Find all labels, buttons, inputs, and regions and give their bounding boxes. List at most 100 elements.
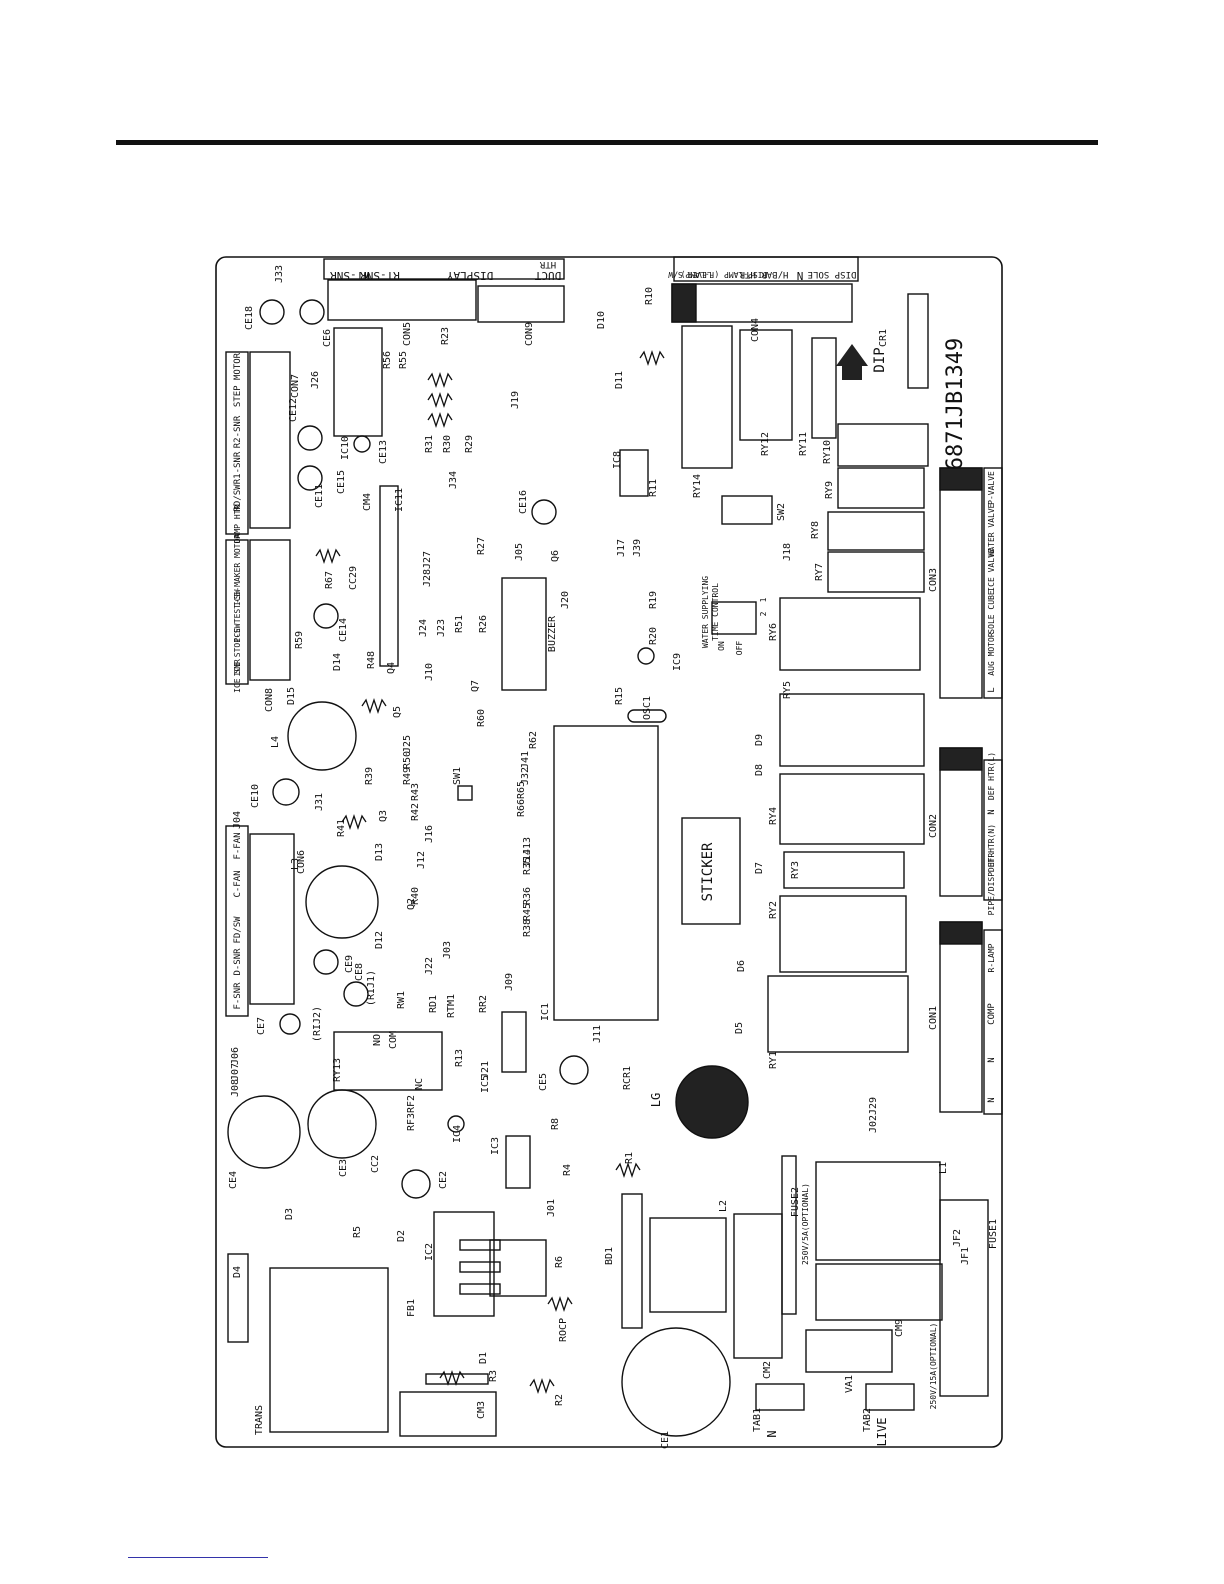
designator-j02: J02 — [868, 1115, 879, 1133]
designator-j13: J13 — [522, 837, 533, 855]
dip-on: ON — [717, 641, 726, 651]
designator-fb1: FB1 — [406, 1299, 417, 1317]
designator-r2: R2 — [554, 1394, 565, 1406]
designator-ry14: RY14 — [692, 474, 703, 498]
designator-q4: Q4 — [386, 662, 397, 674]
designator-ce2: CE2 — [438, 1171, 449, 1189]
terminal-tab1: TAB1 — [752, 1408, 763, 1432]
designator-r66: R66 — [516, 799, 527, 817]
designator-r67: R67 — [324, 571, 335, 589]
con5-header-htr: HTR — [539, 259, 556, 269]
designator-ce8: CE8 — [354, 963, 365, 981]
con3-pvalve: P-VALVE — [987, 471, 996, 505]
designator-cc29: CC29 — [348, 566, 359, 590]
designator-r51: R51 — [454, 615, 465, 633]
designator-con7: CON7 — [290, 374, 301, 398]
terminal-tab2: TAB2 — [862, 1408, 873, 1432]
board-part-number: 6871JB1349 — [943, 338, 968, 470]
designator-cm9: CM9 — [894, 1319, 905, 1337]
designator-cm2: CM2 — [762, 1361, 773, 1379]
designator-r26: R26 — [478, 615, 489, 633]
designator-j21: J21 — [480, 1061, 491, 1079]
dip-title-2: TIME CONTROL — [711, 583, 720, 641]
designator-cm3: CM3 — [476, 1401, 487, 1419]
designator-ic10: IC10 — [340, 436, 351, 460]
con6-dsnr: D-SNR — [233, 948, 243, 976]
designator-j18: J18 — [782, 543, 793, 561]
con7-r2snr: R2-SNR — [233, 415, 243, 448]
designator-d3: D3 — [284, 1208, 295, 1220]
designator-j05: J05 — [514, 543, 525, 561]
designator-con3: CON3 — [928, 568, 939, 592]
designator-r43: R43 — [410, 783, 421, 801]
designator-rij1: (RIJ1) — [366, 970, 377, 1006]
designator-rij2: (RIJ2) — [312, 1006, 323, 1042]
designator-j12: J12 — [416, 851, 427, 869]
con4-header-lever: LEVER S/W — [668, 270, 712, 279]
designator-r20: R20 — [648, 627, 659, 645]
designator-trans: TRANS — [254, 1405, 265, 1435]
designator-r48: R48 — [366, 651, 377, 669]
designator-rocp: ROCP — [558, 1318, 569, 1342]
con7-r1snr: R1-SNR — [233, 451, 243, 484]
designator-j41: J41 — [520, 751, 531, 769]
designator-rf2: RF2 — [406, 1095, 417, 1113]
designator-r41: R41 — [336, 819, 347, 837]
designator-ce18: CE18 — [244, 306, 255, 330]
designator-sw2: SW2 — [776, 503, 787, 521]
designator-j11: J11 — [592, 1025, 603, 1043]
con2-def-htr-l: DEF HTR(L) — [987, 752, 996, 800]
designator-d5: D5 — [734, 1022, 745, 1034]
designator-con9: CON9 — [524, 322, 535, 346]
dip-num-1: 1 — [759, 597, 768, 602]
con1-n1: N — [987, 1057, 997, 1062]
designator-d4: D4 — [232, 1266, 243, 1278]
designator-j10: J10 — [424, 663, 435, 681]
con4-header-hbar: H/BAR HTR — [739, 269, 788, 279]
designator-ce10: CE10 — [250, 784, 261, 808]
designator-rcr1: RCR1 — [622, 1066, 633, 1090]
designator-d14: D14 — [332, 653, 343, 671]
designator-ry10: RY10 — [822, 440, 833, 464]
designator-con8: CON8 — [264, 688, 275, 712]
designator-ic8: IC8 — [612, 451, 623, 469]
designator-ry3: RY3 — [790, 861, 801, 879]
designator-ce1: CE1 — [660, 1431, 671, 1449]
designator-j26: J26 — [310, 371, 321, 389]
designator-j08: J08 — [230, 1079, 241, 1097]
designator-jf2: JF2 — [952, 1229, 963, 1247]
designator-ce9: CE9 — [344, 955, 355, 973]
designator-j34: J34 — [448, 471, 459, 489]
designator-r56: R56 — [382, 351, 393, 369]
designator-j32: J32 — [520, 767, 531, 785]
designator-r6: R6 — [554, 1256, 565, 1268]
designator-con1: CON1 — [928, 1006, 939, 1030]
con4-header-n: N — [797, 269, 804, 282]
designator-j16: J16 — [424, 825, 435, 843]
designator-d12: D12 — [374, 931, 385, 949]
designator-ic5: IC5 — [480, 1075, 491, 1093]
designator-d9: D9 — [754, 734, 765, 746]
con8-ice-maker: ICE-MAKER MOTOR — [233, 534, 242, 606]
designator-r36: R36 — [522, 887, 533, 905]
designator-ry11: RY11 — [798, 432, 809, 456]
resistor-symbols — [315, 349, 665, 1395]
designator-fuse1: FUSE1 — [988, 1219, 999, 1249]
designator-r8: R8 — [550, 1118, 561, 1130]
designator-con2: CON2 — [928, 814, 939, 838]
designator-r38: R38 — [522, 919, 533, 937]
designator-cc2: CC2 — [370, 1155, 381, 1173]
designator-r65: R65 — [516, 781, 527, 799]
designator-q5: Q5 — [392, 706, 403, 718]
designator-j20: J20 — [560, 591, 571, 609]
designator-rr2: RR2 — [478, 995, 489, 1013]
designator-ic4: IC4 — [452, 1125, 463, 1143]
designator-ce13: CE13 — [378, 440, 389, 464]
designator-ry13: RY13 — [332, 1058, 343, 1082]
designator-r4: R4 — [562, 1164, 573, 1176]
designator-j01: J01 — [546, 1199, 557, 1217]
con7-damp-htr: DAMP HTR — [233, 505, 242, 544]
designator-va1: VA1 — [844, 1375, 855, 1393]
designator-ce7: CE7 — [256, 1017, 267, 1035]
